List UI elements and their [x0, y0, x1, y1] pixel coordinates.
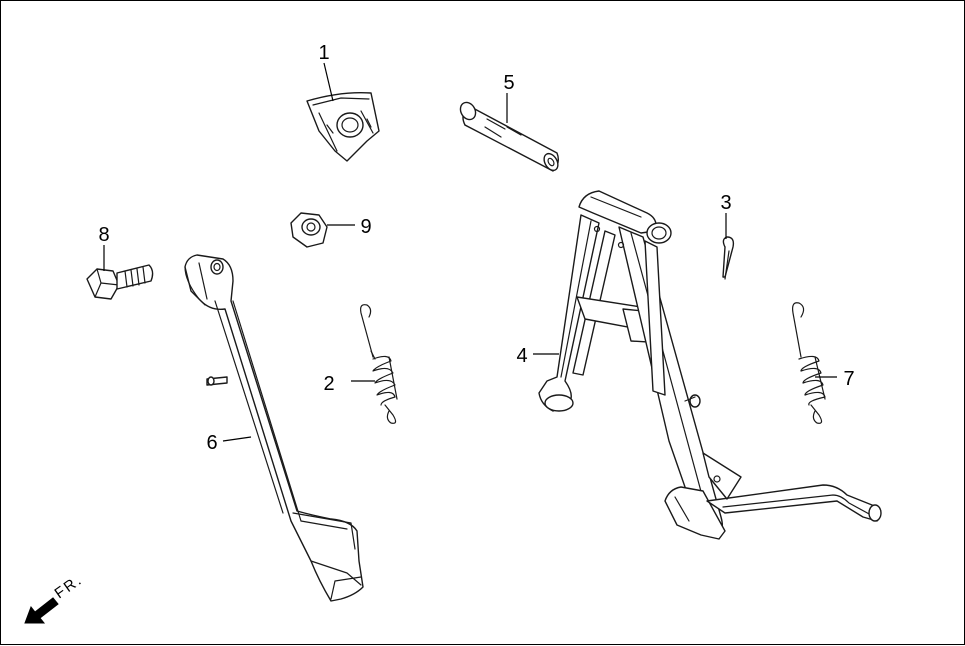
- part-9-flange-nut: [290, 212, 328, 248]
- callout-3: 3: [720, 192, 731, 214]
- callout-4: 4: [516, 345, 527, 367]
- part-8-bolt: [86, 264, 154, 300]
- front-direction-marker: FR.: [24, 571, 86, 624]
- leader-6: [222, 436, 252, 442]
- part-5-pivot-shaft: [459, 101, 560, 172]
- callout-2: 2: [323, 373, 334, 395]
- part-4-centre-stand: [538, 190, 882, 540]
- part-6-side-stand: [184, 254, 364, 602]
- callout-8: 8: [98, 224, 109, 246]
- callout-6: 6: [206, 432, 217, 454]
- front-direction-arrow-icon: [24, 597, 59, 624]
- callout-9: 9: [360, 216, 371, 238]
- part-2-spring: [360, 304, 398, 424]
- callout-7: 7: [843, 368, 854, 390]
- leader-1: [323, 62, 334, 102]
- callout-5: 5: [503, 72, 514, 94]
- callout-1: 1: [318, 42, 329, 64]
- leader-lines: [103, 62, 837, 442]
- part-3-cotter-pin: [722, 236, 735, 280]
- front-direction-label: FR.: [52, 571, 86, 602]
- part-7-spring: [792, 302, 826, 424]
- part-1-bracket-cover: [306, 92, 380, 162]
